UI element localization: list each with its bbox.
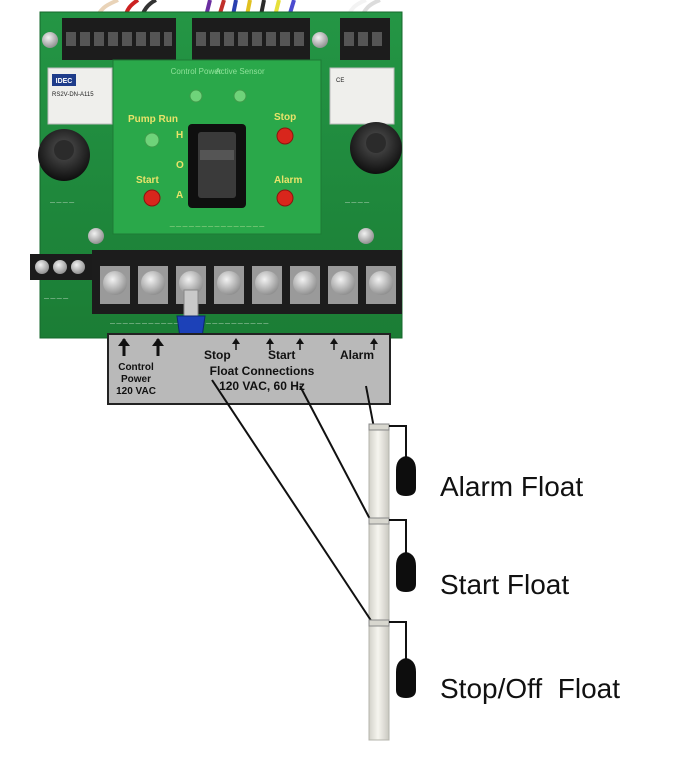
alarm-float-label: Alarm Float (440, 471, 583, 502)
top-connector-left (62, 18, 176, 60)
relay-left: IDEC RS2V-DN-A115 (47, 67, 113, 125)
plate-alarm: Alarm (340, 348, 374, 362)
top-connector-middle (192, 18, 310, 60)
terminal-strip (30, 250, 402, 314)
mount-screw (88, 228, 104, 244)
panel-footer-text: — — — — — — — — — — — — — — — (170, 224, 264, 230)
mount-screw (358, 228, 374, 244)
knob-right (350, 122, 402, 174)
active-sensor-indicator: Active Sensor (215, 67, 265, 103)
start-float (368, 517, 416, 592)
switch-o-label: O (176, 160, 184, 171)
terminal-screw (290, 266, 320, 304)
alarm-led (276, 189, 294, 207)
top-connector-right (340, 18, 390, 60)
stop-off-float-label: Stop/Off Float (440, 673, 620, 704)
stop-label: Stop (274, 112, 296, 123)
silkscreen-bottom-left: — — — — (44, 296, 68, 302)
leader-stop (211, 379, 373, 623)
float-connection-plate: Control Power 120 VAC Stop Start Alarm F… (107, 333, 391, 405)
terminal-screw (138, 266, 168, 304)
terminal-screw (100, 266, 130, 304)
relay-right: CE (329, 67, 395, 125)
relay-left-text: RS2V-DN-A115 (52, 92, 94, 98)
plate-control-line1: Control (118, 362, 154, 373)
stop-led (276, 127, 294, 145)
mount-screw (312, 32, 328, 48)
alarm-float (368, 423, 416, 496)
start-label: Start (136, 175, 159, 186)
control-power-label: Control Power (171, 67, 222, 76)
pump-run-led (144, 132, 160, 148)
terminal-screw (176, 266, 206, 304)
terminal-screw (366, 266, 396, 304)
active-sensor-label: Active Sensor (215, 67, 265, 76)
silkscreen-right: — — — — (345, 200, 369, 206)
switch-h-label: H (176, 130, 183, 141)
plate-start: Start (268, 348, 295, 362)
leader-start (299, 385, 373, 524)
leader-alarm (365, 385, 375, 429)
terminal-screw (328, 266, 358, 304)
pump-run-label: Pump Run (128, 114, 178, 125)
terminal-screw (252, 266, 282, 304)
alarm-label: Alarm (274, 175, 302, 186)
relay-right-text: CE (336, 78, 344, 84)
plate-float-connections: Float Connections (210, 364, 315, 378)
switch-a-label: A (176, 190, 183, 201)
start-led (143, 189, 161, 207)
leader-lines (211, 379, 375, 623)
silkscreen-left: — — — — (50, 200, 74, 206)
plate-control-line2: Power (121, 374, 151, 385)
stop-off-float (368, 619, 416, 698)
idec-logo: IDEC (56, 78, 73, 85)
terminal-screw (214, 266, 244, 304)
control-board: IDEC RS2V-DN-A115 CE — — — — — — — — Con… (30, 11, 403, 356)
control-power-indicator: Control Power (171, 67, 222, 103)
indicator-panel: Control Power Active Sensor Pump Run H O… (112, 59, 322, 235)
knob-left (38, 129, 90, 181)
hoa-rocker-switch[interactable] (188, 124, 246, 208)
plate-control-line3: 120 VAC (116, 386, 156, 397)
start-float-label: Start Float (440, 569, 569, 600)
mount-screw (42, 32, 58, 48)
plate-voltage: 120 VAC, 60 Hz (219, 379, 305, 393)
float-pipe (368, 423, 390, 741)
plate-stop: Stop (204, 348, 231, 362)
